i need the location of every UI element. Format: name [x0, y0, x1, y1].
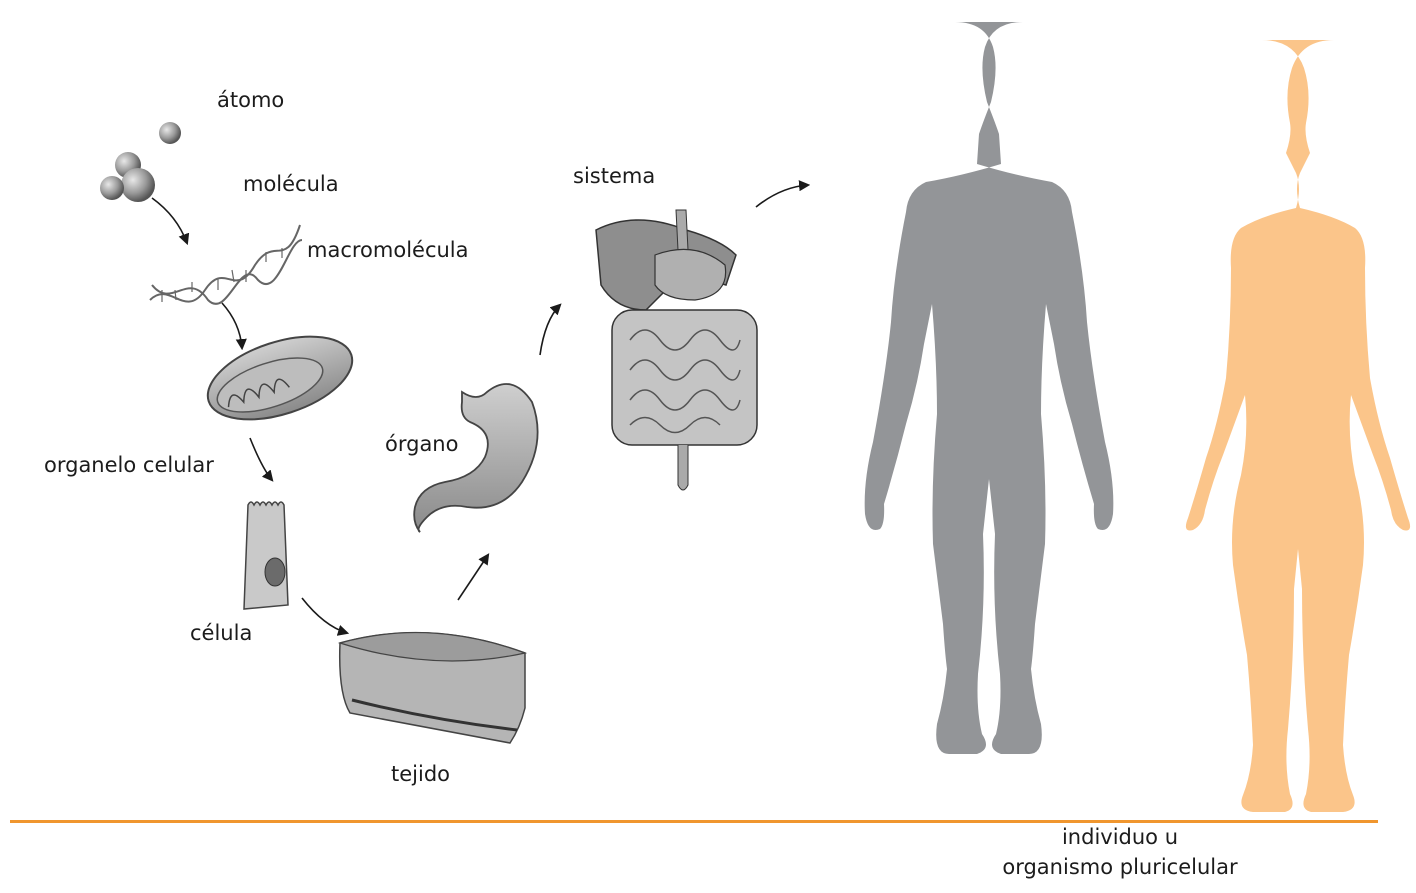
male-silhouette: [865, 22, 1114, 754]
arrow-molecule-to-macromolecule: [152, 198, 187, 243]
molecule-illustration: [100, 152, 155, 202]
stomach-illustration: [414, 384, 537, 532]
arrow-tissue-to-organ: [458, 555, 488, 600]
dna-illustration: [150, 225, 302, 304]
arrow-cell-to-tissue: [302, 598, 347, 633]
arrow-system-to-individual: [756, 185, 808, 207]
label-organelo-celular: organelo celular: [44, 453, 214, 477]
label-tejido: tejido: [391, 762, 450, 786]
caption-line-1: individuo u: [925, 822, 1315, 852]
arrow-organ-to-system: [540, 305, 560, 355]
arrow-macromolecule-to-organelle: [222, 303, 242, 348]
label-celula: célula: [190, 621, 252, 645]
caption-individuo: individuo u organismo pluricelular: [925, 822, 1315, 882]
caption-line-2: organismo pluricelular: [925, 852, 1315, 882]
label-atomo: átomo: [217, 88, 284, 112]
label-macromolecula: macromolécula: [307, 238, 469, 262]
label-organo: órgano: [385, 432, 458, 456]
cell-illustration: [244, 502, 288, 609]
atom-illustration: [159, 122, 181, 144]
arrow-organelle-to-cell: [250, 438, 272, 480]
label-molecula: molécula: [243, 172, 339, 196]
female-silhouette: [1186, 40, 1410, 812]
mitochondrion-illustration: [198, 321, 363, 436]
tissue-illustration: [340, 633, 525, 743]
label-sistema: sistema: [573, 164, 655, 188]
digestive-system-illustration: [596, 210, 757, 490]
